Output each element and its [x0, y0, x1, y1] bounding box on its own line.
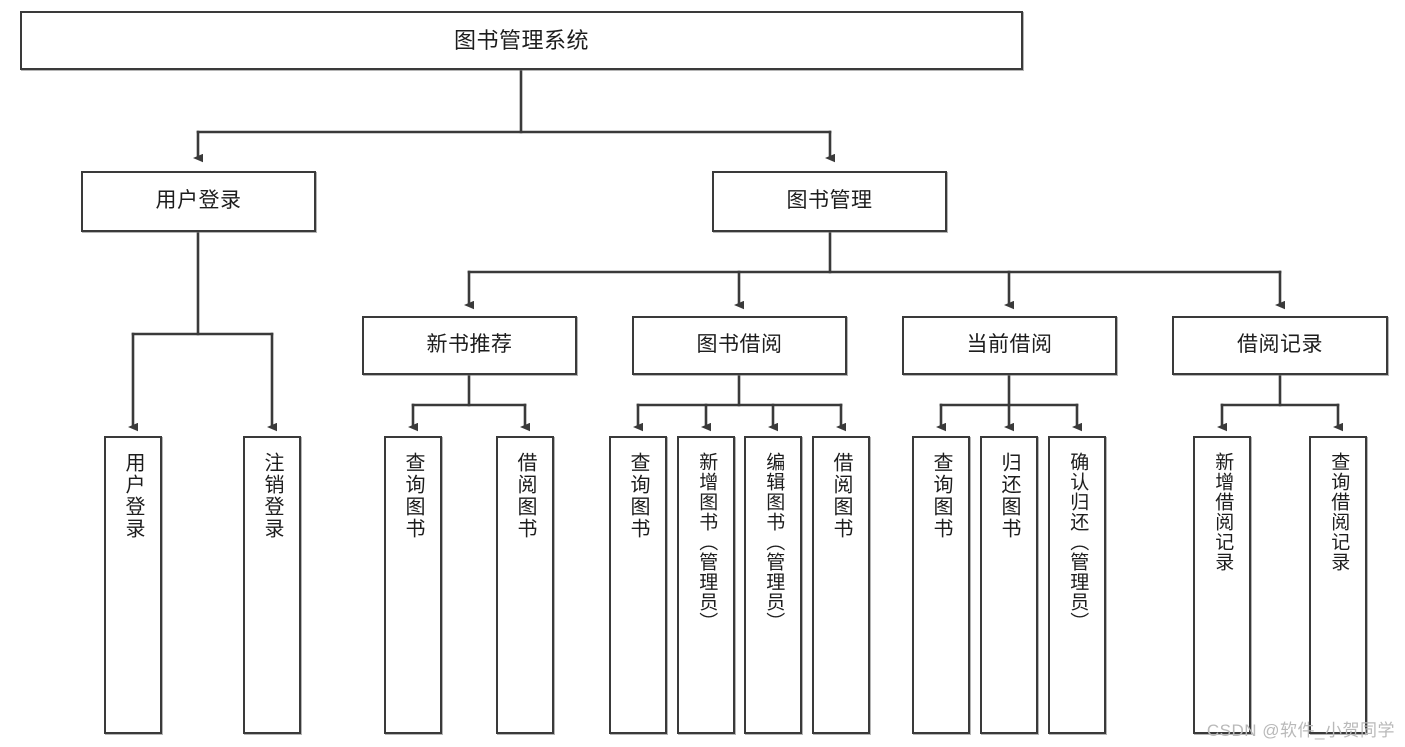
node-current-borrow[interactable]: 当前借阅 [902, 316, 1117, 375]
node-leaf-borrow-book[interactable]: 借阅图书 [812, 436, 870, 734]
node-root-system[interactable]: 图书管理系统 [20, 11, 1023, 70]
node-leaf-logout[interactable]: 注销登录 [243, 436, 301, 734]
node-leaf-add-borrow-record[interactable]: 新增借阅记录 [1193, 436, 1251, 734]
node-label: 借阅图书 [830, 452, 852, 540]
node-label: 查询图书 [930, 452, 952, 540]
node-label: 借阅记录 [1237, 333, 1323, 357]
node-label: 确认归还（管理员） [1067, 452, 1089, 632]
node-leaf-confirm-return[interactable]: 确认归还（管理员） [1048, 436, 1106, 734]
node-label: 编辑图书（管理员） [763, 452, 785, 632]
node-leaf-user-login[interactable]: 用户登录 [104, 436, 162, 734]
node-leaf-add-book[interactable]: 新增图书（管理员） [677, 436, 735, 734]
node-label: 图书借阅 [696, 333, 783, 357]
node-leaf-query-borrow-record[interactable]: 查询借阅记录 [1309, 436, 1367, 734]
node-borrow-record[interactable]: 借阅记录 [1172, 316, 1388, 375]
node-leaf-query-book-recommend[interactable]: 查询图书 [384, 436, 442, 734]
node-label: 借阅图书 [514, 452, 536, 540]
node-label: 查询图书 [402, 452, 424, 540]
node-book-management[interactable]: 图书管理 [712, 171, 947, 232]
node-label: 注销登录 [261, 452, 283, 540]
node-label: 查询图书 [627, 452, 649, 540]
node-label: 图书管理 [786, 189, 873, 213]
node-label: 当前借阅 [966, 333, 1053, 357]
csdn-watermark: CSDN @软件_小贺同学 [1206, 721, 1395, 740]
node-label: 用户登录 [122, 452, 144, 540]
node-leaf-return-book[interactable]: 归还图书 [980, 436, 1038, 734]
node-label: 新书推荐 [426, 333, 513, 357]
node-leaf-query-book-borrow[interactable]: 查询图书 [609, 436, 667, 734]
node-label: 查询借阅记录 [1328, 452, 1350, 572]
node-new-book-recommend[interactable]: 新书推荐 [362, 316, 577, 375]
node-book-borrow[interactable]: 图书借阅 [632, 316, 847, 375]
node-leaf-borrow-book-recommend[interactable]: 借阅图书 [496, 436, 554, 734]
node-leaf-edit-book[interactable]: 编辑图书（管理员） [744, 436, 802, 734]
node-label: 图书管理系统 [453, 27, 589, 53]
node-leaf-query-book-current[interactable]: 查询图书 [912, 436, 970, 734]
node-label: 新增借阅记录 [1212, 452, 1234, 572]
node-label: 用户登录 [155, 189, 242, 213]
node-label: 新增图书（管理员） [696, 452, 718, 632]
node-label: 归还图书 [998, 452, 1020, 540]
node-user-login[interactable]: 用户登录 [81, 171, 316, 232]
